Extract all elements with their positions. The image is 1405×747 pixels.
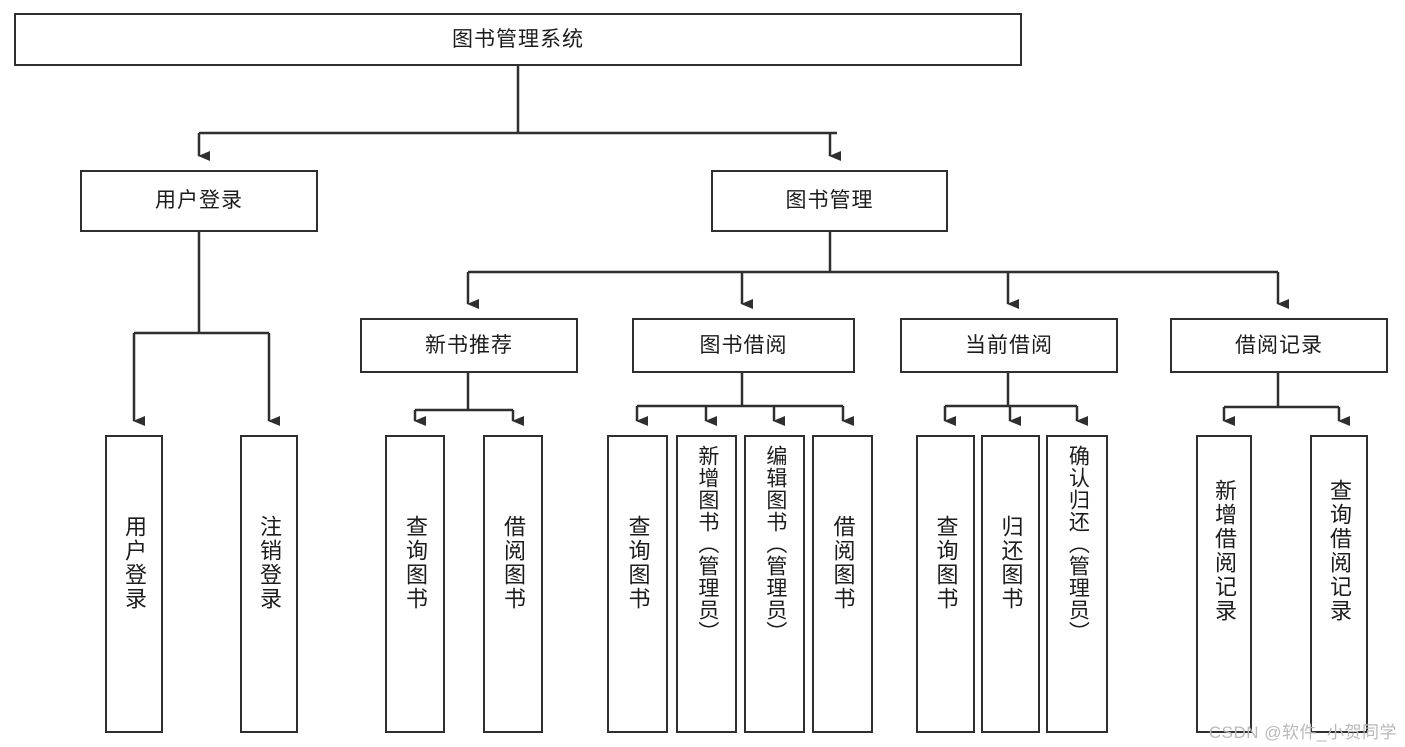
- node-record-add[interactable]: 新增借阅记录: [1196, 435, 1252, 733]
- node-recommend-borrow-book-label: 借阅图书: [500, 515, 526, 611]
- node-recommend-query-book-label: 查询图书: [402, 515, 428, 611]
- node-book-borrow-label: 图书借阅: [699, 333, 788, 357]
- node-root[interactable]: 图书管理系统: [14, 13, 1022, 66]
- node-borrow-add-book[interactable]: 新增图书（管理员）: [676, 435, 737, 733]
- node-recommend-query-book[interactable]: 查询图书: [385, 435, 445, 733]
- node-user-logout[interactable]: 注销登录: [240, 435, 298, 733]
- node-current-query-book-label: 查询图书: [933, 515, 959, 611]
- node-borrow-record-label: 借阅记录: [1235, 333, 1323, 357]
- node-new-book-recommend-label: 新书推荐: [425, 333, 513, 357]
- node-record-add-label: 新增借阅记录: [1211, 479, 1237, 623]
- node-borrow-record[interactable]: 借阅记录: [1170, 318, 1388, 373]
- node-book-manage-label: 图书管理: [785, 189, 874, 213]
- node-borrow-add-book-label: 新增图书（管理员）: [695, 445, 719, 643]
- edge-group-book-manage: [466, 232, 1289, 309]
- node-user-login-label: 用户登录: [155, 189, 243, 213]
- node-book-borrow[interactable]: 图书借阅: [632, 318, 855, 373]
- node-borrow-edit-book-label: 编辑图书（管理员）: [763, 445, 787, 643]
- edge-group-current-borrow: [943, 373, 1088, 426]
- csdn-watermark: CSDN @软件_小贺同学: [1208, 723, 1397, 742]
- node-borrow-edit-book[interactable]: 编辑图书（管理员）: [744, 435, 805, 733]
- node-root-label: 图书管理系统: [452, 27, 584, 51]
- node-record-query-label: 查询借阅记录: [1326, 479, 1352, 623]
- node-user-login-do[interactable]: 用户登录: [105, 435, 163, 733]
- node-current-confirm-return-label: 确认归还（管理员）: [1066, 445, 1090, 643]
- node-current-return-book-label: 归还图书: [998, 515, 1024, 611]
- edge-group-user-login: [132, 232, 280, 426]
- node-recommend-borrow-book[interactable]: 借阅图书: [483, 435, 543, 733]
- node-book-manage[interactable]: 图书管理: [711, 170, 948, 232]
- node-current-query-book[interactable]: 查询图书: [916, 435, 975, 733]
- edge-group-borrow-record: [1222, 373, 1350, 426]
- node-current-borrow[interactable]: 当前借阅: [900, 318, 1118, 373]
- node-user-logout-label: 注销登录: [256, 515, 282, 611]
- node-current-return-book[interactable]: 归还图书: [981, 435, 1040, 733]
- node-borrow-borrow-book-label: 借阅图书: [830, 515, 856, 611]
- node-current-confirm-return[interactable]: 确认归还（管理员）: [1046, 435, 1108, 733]
- node-record-query[interactable]: 查询借阅记录: [1310, 435, 1368, 733]
- node-new-book-recommend[interactable]: 新书推荐: [360, 318, 578, 373]
- node-borrow-query-book[interactable]: 查询图书: [607, 435, 668, 733]
- edge-group-new-book-recommend: [413, 373, 524, 426]
- node-borrow-query-book-label: 查询图书: [625, 515, 651, 611]
- node-user-login-do-label: 用户登录: [121, 515, 147, 611]
- edge-group-root: [197, 66, 841, 161]
- node-current-borrow-label: 当前借阅: [965, 333, 1053, 357]
- node-user-login[interactable]: 用户登录: [80, 170, 318, 232]
- edge-group-book-borrow: [635, 373, 854, 426]
- node-borrow-borrow-book[interactable]: 借阅图书: [812, 435, 873, 733]
